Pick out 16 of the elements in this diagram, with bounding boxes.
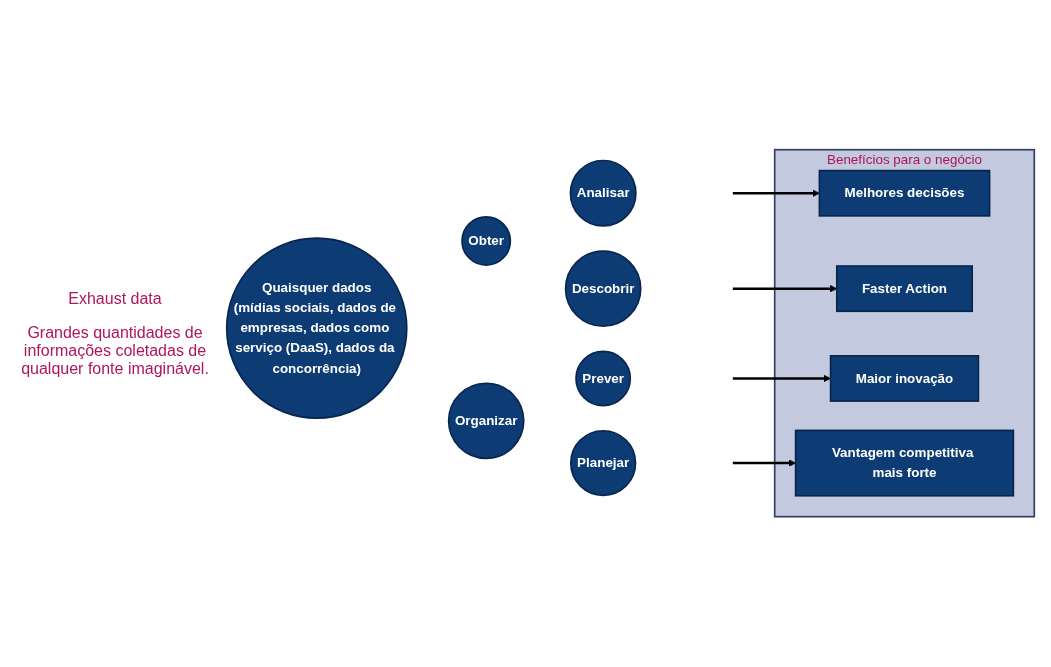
arrow [732,375,831,383]
node-circle: Analisar [569,160,637,228]
node-circle: Descobrir [564,250,642,328]
node-box: Vantagem competitiva mais forte [794,429,1015,497]
node-circle: Obter [461,216,512,267]
node-circle: Prever [575,350,632,407]
node-box: Faster Action [835,265,973,313]
arrow [732,459,796,468]
node-box: Melhores decisões [818,170,991,217]
node-caption: Exhaust data [67,289,163,308]
node-caption: Grandes quantidades de informações coletadas de qualquer fonte imaginável. [20,323,210,378]
node-box: Maior inovação [829,355,980,403]
node-circle: Planejar [569,430,637,497]
node-circle: Quaisquer dados (mídias sociais, dados de empresas, dados como serviço (DaaS), dados da concorrência) [225,237,408,420]
node-circle: Organizar [447,382,525,460]
arrow [732,189,820,198]
